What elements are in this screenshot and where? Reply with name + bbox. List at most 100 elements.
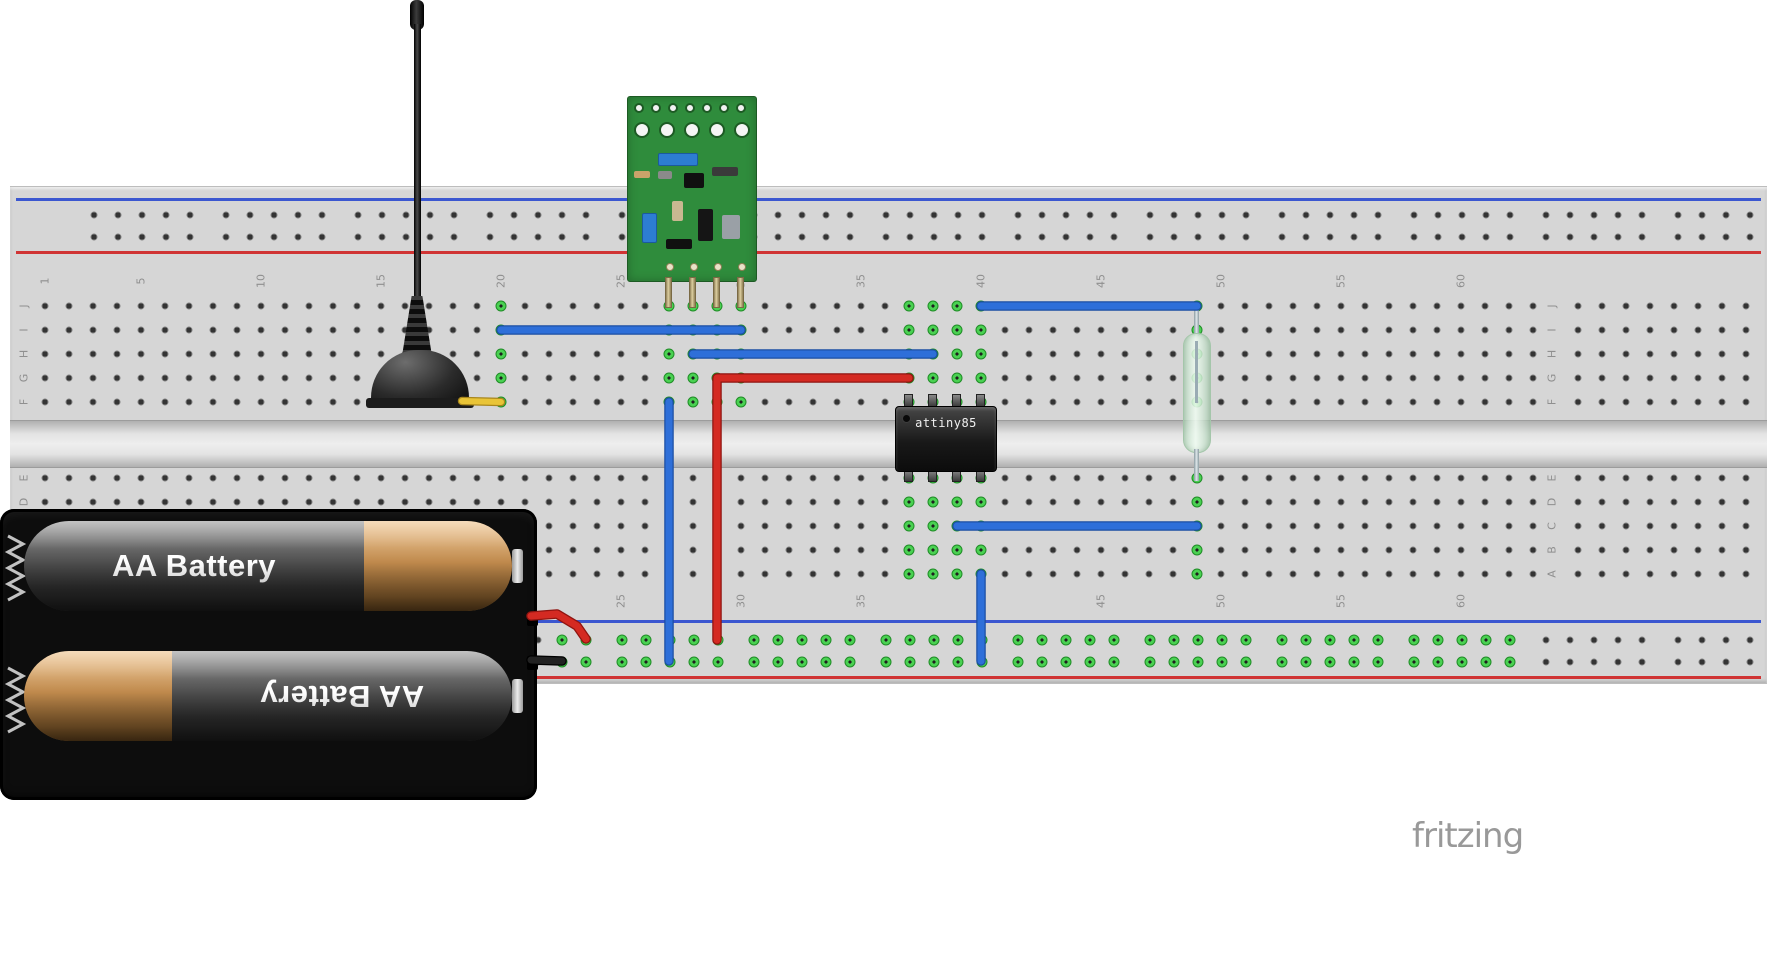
breadboard-label: 5 bbox=[134, 277, 148, 285]
module-component bbox=[642, 213, 657, 243]
connected-hole-indicator bbox=[772, 656, 784, 668]
connected-hole-indicator bbox=[1372, 656, 1384, 668]
connected-hole-indicator bbox=[975, 544, 987, 556]
connected-hole-indicator bbox=[1432, 634, 1444, 646]
connected-hole-indicator bbox=[1456, 634, 1468, 646]
connected-hole-indicator bbox=[616, 634, 628, 646]
battery-body: AA Battery bbox=[24, 521, 364, 611]
connected-hole-indicator bbox=[1240, 634, 1252, 646]
connected-hole-indicator bbox=[1108, 634, 1120, 646]
connected-hole-indicator bbox=[1216, 634, 1228, 646]
connected-hole-indicator bbox=[820, 634, 832, 646]
connected-hole-indicator bbox=[951, 544, 963, 556]
module-pin bbox=[737, 277, 744, 308]
connected-hole-indicator bbox=[1060, 656, 1072, 668]
connected-hole-indicator bbox=[1191, 496, 1203, 508]
breadboard-label: 35 bbox=[854, 594, 868, 608]
module-hole bbox=[736, 103, 746, 113]
module-hole bbox=[734, 122, 750, 138]
connected-hole-indicator bbox=[495, 372, 507, 384]
connected-hole-indicator bbox=[687, 396, 699, 408]
connected-hole-indicator bbox=[748, 634, 760, 646]
connected-hole-indicator bbox=[1108, 656, 1120, 668]
battery-spring bbox=[4, 666, 27, 734]
top-rail-blue-line bbox=[16, 198, 1761, 201]
connected-hole-indicator bbox=[1324, 634, 1336, 646]
connected-hole-indicator bbox=[927, 544, 939, 556]
module-hole bbox=[659, 122, 675, 138]
breadboard-label: G bbox=[17, 373, 31, 383]
module-component bbox=[684, 173, 704, 188]
connected-hole-indicator bbox=[664, 656, 676, 668]
reed-internal-contact bbox=[1195, 341, 1198, 403]
connected-hole-indicator bbox=[1276, 634, 1288, 646]
module-pad bbox=[714, 263, 722, 271]
connected-hole-indicator bbox=[1191, 544, 1203, 556]
battery-body bbox=[24, 651, 172, 741]
module-pin bbox=[713, 277, 720, 308]
connected-hole-indicator bbox=[640, 656, 652, 668]
module-hole bbox=[719, 103, 729, 113]
connected-hole-indicator bbox=[903, 300, 915, 312]
breadboard-label: 45 bbox=[1094, 594, 1108, 608]
breadboard-label: E bbox=[1545, 474, 1559, 482]
module-component bbox=[712, 167, 738, 176]
connected-hole-indicator bbox=[711, 396, 723, 408]
rf-transmitter-module[interactable] bbox=[627, 96, 757, 282]
module-component bbox=[722, 215, 740, 239]
breadboard-label: D bbox=[1545, 497, 1559, 507]
connected-hole-indicator bbox=[495, 348, 507, 360]
ic-body: attiny85 bbox=[895, 406, 997, 472]
connected-hole-indicator bbox=[952, 656, 964, 668]
breadboard-label: G bbox=[1545, 373, 1559, 383]
connected-hole-indicator bbox=[927, 372, 939, 384]
connected-hole-indicator bbox=[687, 372, 699, 384]
connected-hole-indicator bbox=[580, 656, 592, 668]
breadboard-label: 25 bbox=[614, 274, 628, 288]
battery-aa-top[interactable]: AA Battery bbox=[24, 521, 512, 611]
module-pad bbox=[666, 263, 674, 271]
reed-lead-top bbox=[1194, 302, 1199, 336]
connected-hole-indicator bbox=[975, 568, 987, 580]
breadboard-label: I bbox=[1545, 328, 1559, 332]
connected-hole-indicator bbox=[927, 568, 939, 580]
battery-spring bbox=[4, 534, 27, 602]
battery-aa-bottom[interactable]: AA Battery bbox=[24, 651, 512, 741]
connected-hole-indicator bbox=[927, 496, 939, 508]
breadboard-label: J bbox=[17, 304, 31, 308]
module-pin bbox=[665, 277, 672, 308]
connected-hole-indicator bbox=[1408, 634, 1420, 646]
connected-hole-indicator bbox=[711, 372, 723, 384]
connected-hole-indicator bbox=[1300, 656, 1312, 668]
connected-hole-indicator bbox=[712, 634, 724, 646]
breadboard-holes bbox=[1566, 466, 1760, 586]
antenna-tip bbox=[410, 0, 424, 30]
connected-hole-indicator bbox=[616, 656, 628, 668]
connected-hole-indicator bbox=[1216, 656, 1228, 668]
breadboard-holes bbox=[82, 203, 1767, 227]
module-hole bbox=[668, 103, 678, 113]
connected-hole-indicator bbox=[580, 634, 592, 646]
connected-hole-indicator bbox=[975, 348, 987, 360]
connected-hole-indicator bbox=[951, 348, 963, 360]
battery-body bbox=[364, 521, 512, 611]
breadboard-label: I bbox=[17, 328, 31, 332]
breadboard-label: F bbox=[1545, 398, 1559, 406]
breadboard-label: 40 bbox=[974, 594, 988, 608]
connected-hole-indicator bbox=[951, 496, 963, 508]
connected-hole-indicator bbox=[772, 634, 784, 646]
connected-hole-indicator bbox=[1240, 656, 1252, 668]
connected-hole-indicator bbox=[1504, 656, 1516, 668]
ic-label: attiny85 bbox=[915, 416, 977, 430]
connected-hole-indicator bbox=[928, 656, 940, 668]
connected-hole-indicator bbox=[976, 634, 988, 646]
top-rail-red-line bbox=[16, 251, 1761, 254]
connected-hole-indicator bbox=[711, 348, 723, 360]
connected-hole-indicator bbox=[1432, 656, 1444, 668]
antenna-rod bbox=[414, 24, 421, 302]
module-hole bbox=[685, 103, 695, 113]
module-component bbox=[658, 171, 672, 179]
battery-springs bbox=[4, 534, 27, 734]
connected-hole-indicator bbox=[975, 324, 987, 336]
